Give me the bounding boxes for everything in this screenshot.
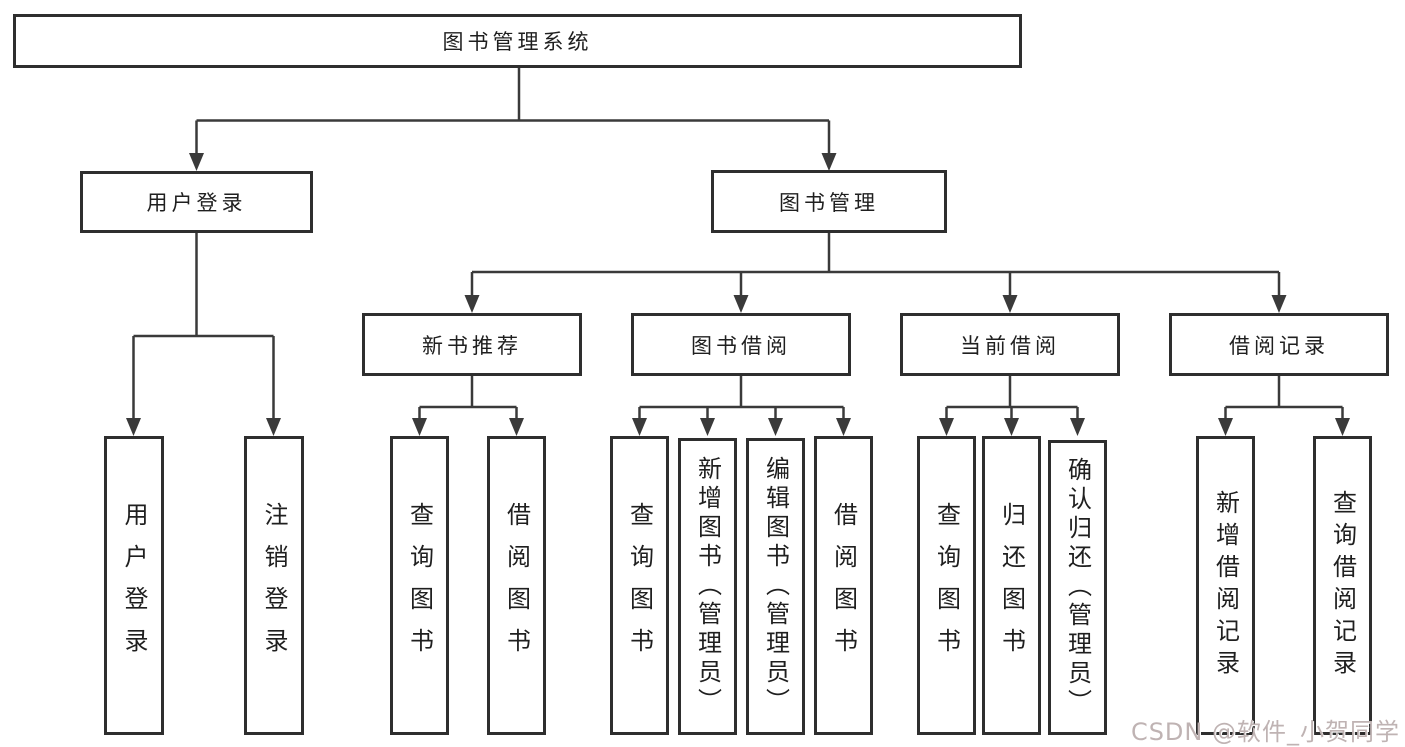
leaf-borrow-book-recommend: 借阅图书 (487, 436, 546, 735)
leaf-add-borrow-record: 新增借阅记录 (1196, 436, 1255, 735)
leaf-borrow-book: 借阅图书 (814, 436, 873, 735)
leaf-query-book-current: 查询图书 (917, 436, 976, 735)
node-book-borrow-label: 图书借阅 (691, 333, 791, 358)
node-borrow-records-label: 借阅记录 (1229, 333, 1329, 358)
node-book-management-label: 图书管理 (779, 190, 879, 215)
leaf-add-book-admin: 新增图书（管理员） (678, 438, 737, 735)
leaf-query-book-recommend: 查询图书 (390, 436, 449, 735)
leaf-edit-book-admin: 编辑图书（管理员） (746, 438, 805, 735)
node-current-borrow: 当前借阅 (900, 313, 1120, 376)
leaf-user-login: 用户登录 (104, 436, 164, 735)
node-user-login-group: 用户登录 (80, 171, 313, 233)
leaf-query-borrow-record: 查询借阅记录 (1313, 436, 1372, 735)
node-current-borrow-label: 当前借阅 (960, 333, 1060, 358)
node-root-label: 图书管理系统 (442, 30, 593, 54)
leaf-logout: 注销登录 (244, 436, 304, 735)
leaf-confirm-return-admin: 确认归还（管理员） (1048, 440, 1107, 735)
leaf-return-book: 归还图书 (982, 436, 1041, 735)
node-new-book-recommend: 新书推荐 (362, 313, 582, 376)
node-book-management: 图书管理 (711, 170, 947, 233)
node-root: 图书管理系统 (13, 14, 1022, 68)
node-new-book-recommend-label: 新书推荐 (422, 333, 522, 358)
arrowheads (126, 153, 1350, 436)
node-book-borrow: 图书借阅 (631, 313, 851, 376)
leaf-query-book-borrow: 查询图书 (610, 436, 669, 735)
watermark: CSDN @软件_小贺同学 (1130, 718, 1400, 746)
node-borrow-records: 借阅记录 (1169, 313, 1389, 376)
node-user-login-group-label: 用户登录 (146, 191, 247, 215)
